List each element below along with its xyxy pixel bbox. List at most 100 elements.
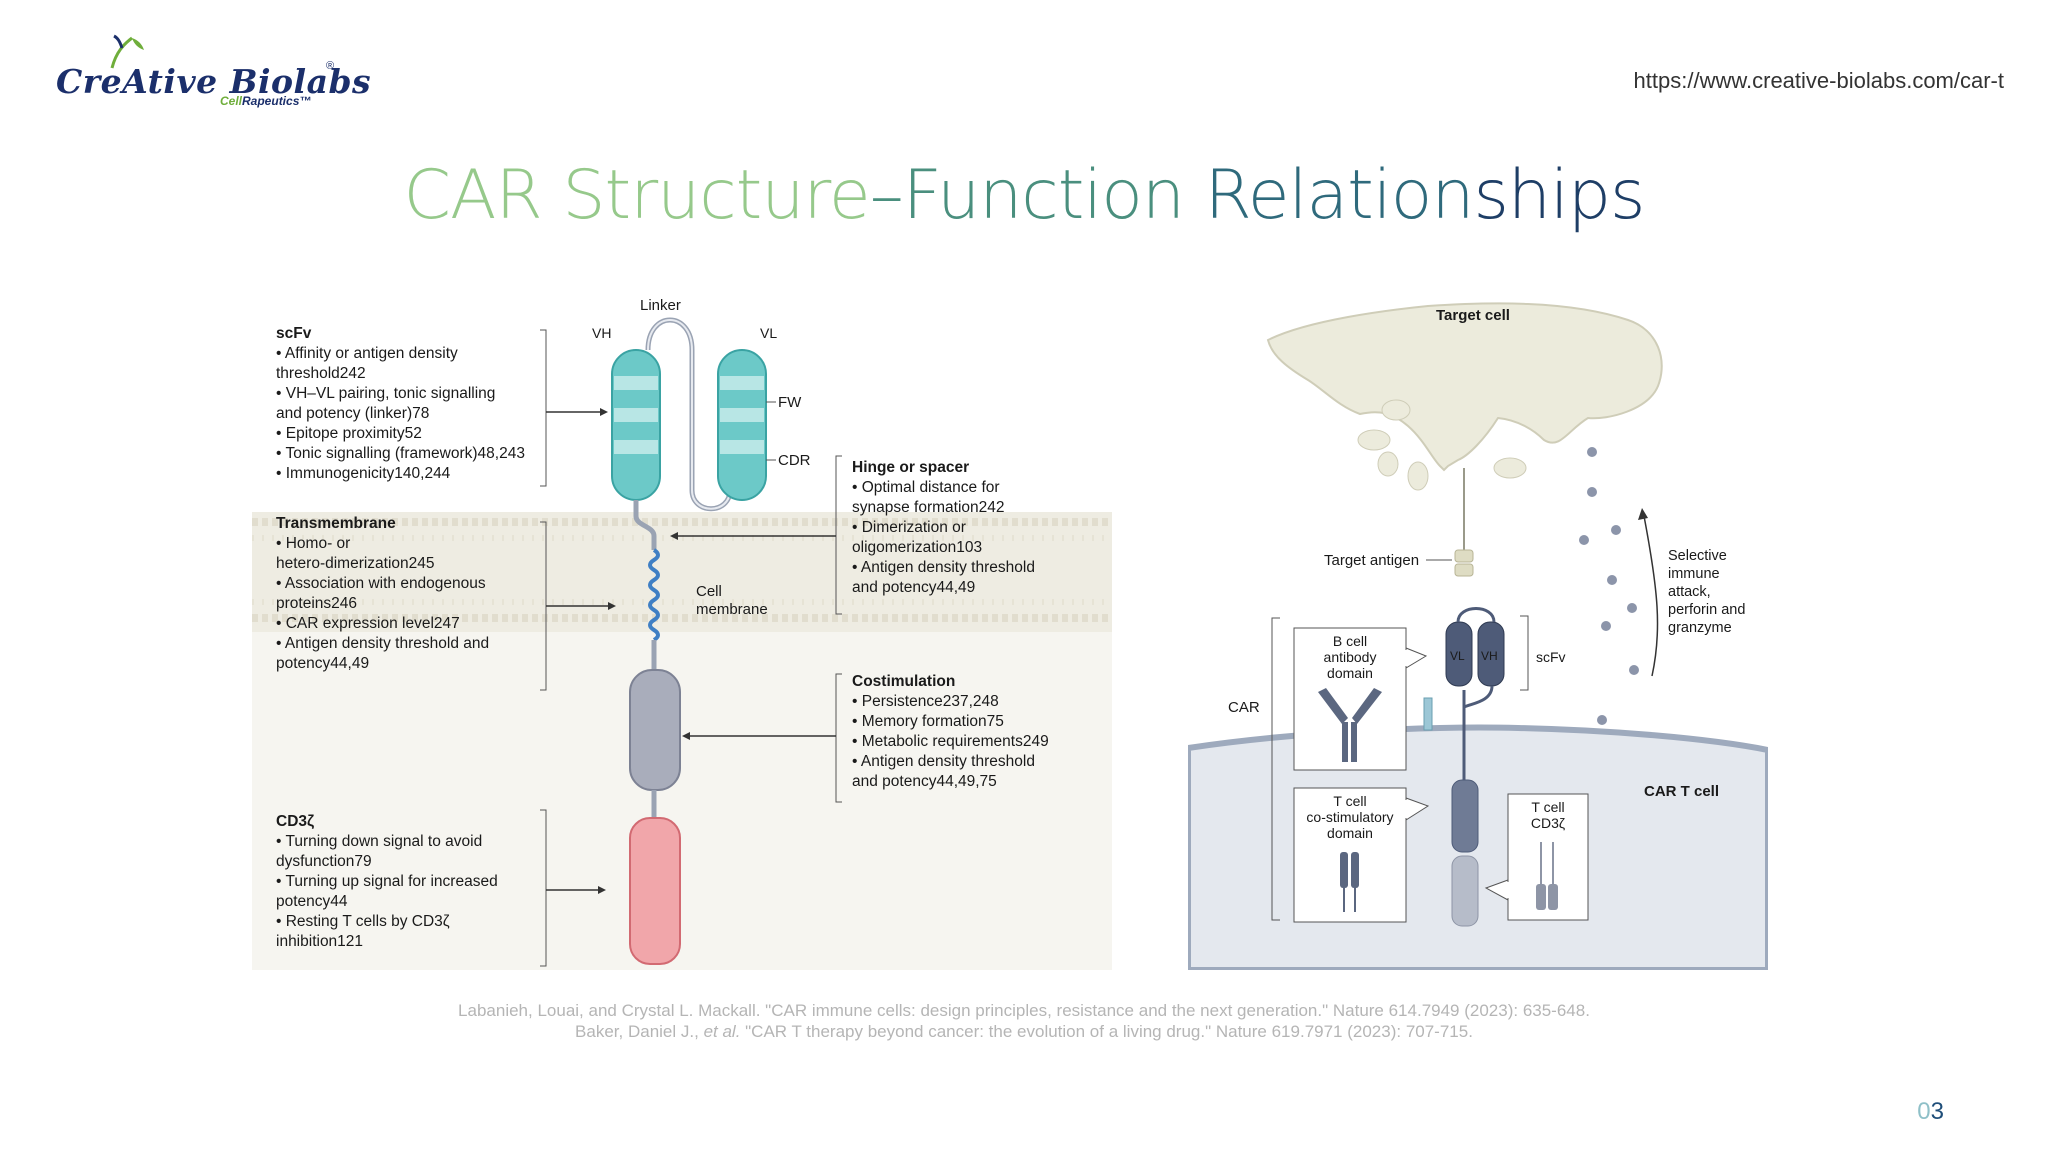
cell-membrane-label-2: membrane <box>696 601 768 618</box>
antibody-icon <box>1318 688 1382 762</box>
svg-text:CD3ζ: CD3ζ <box>1531 815 1565 831</box>
hinge-segment <box>633 500 657 550</box>
svg-text:antibody: antibody <box>1324 649 1377 665</box>
vl-label: VL <box>760 325 777 341</box>
page-title: CAR Structure–Function Relationships <box>403 156 1646 235</box>
costim-text-block: Costimulation • Persistence237,248 • Mem… <box>852 673 1049 790</box>
vh-label: VH <box>592 325 611 341</box>
cd3z-heading: CD3ζ <box>276 813 314 830</box>
bcell-antibody-box <box>1293 627 1407 771</box>
car-t-cell-label: CAR T cell <box>1644 783 1719 800</box>
svg-text:• Memory formation75: • Memory formation75 <box>852 713 1004 730</box>
fw-label: FW <box>778 394 802 411</box>
target-antigen-label: Target antigen <box>1324 552 1419 569</box>
svg-text:and potency (linker)78: and potency (linker)78 <box>276 405 429 422</box>
svg-text:oligomerization103: oligomerization103 <box>852 539 982 556</box>
registered-mark: ® <box>326 60 335 72</box>
scfv-text-block: scFv • Affinity or antigen density thres… <box>276 325 525 482</box>
svg-text:attack,: attack, <box>1668 584 1711 600</box>
selective-attack-text: Selective immune attack, perforin and gr… <box>1668 548 1745 636</box>
svg-text:• Optimal distance for: • Optimal distance for <box>852 479 1000 496</box>
svg-text:and potency44,49: and potency44,49 <box>852 579 975 596</box>
svg-text:B cell: B cell <box>1333 633 1367 649</box>
svg-text:• Immunogenicity140,244: • Immunogenicity140,244 <box>276 465 451 482</box>
bcell-box-text: B cell antibody domain <box>1324 633 1377 681</box>
svg-text:inhibition121: inhibition121 <box>276 933 363 950</box>
car-t-cell-body <box>1188 724 1768 970</box>
cell-membrane-label-1: Cell <box>696 583 722 600</box>
svg-text:Selective: Selective <box>1668 548 1727 564</box>
costim-bracket <box>835 673 842 803</box>
company-logo[interactable]: CreAtive Biolabs ® CellRapeutics™ <box>56 32 371 112</box>
svg-text:• Association with endogenous: • Association with endogenous <box>276 575 486 592</box>
svg-text:T cell: T cell <box>1531 799 1564 815</box>
svg-text:• Metabolic requirements249: • Metabolic requirements249 <box>852 733 1049 750</box>
target-antigen <box>1454 549 1474 563</box>
tcell-cd3z-text: T cell CD3ζ <box>1531 799 1565 831</box>
svg-text:synapse formation242: synapse formation242 <box>852 499 1005 516</box>
svg-text:perforin and: perforin and <box>1668 602 1745 618</box>
cd3z-domain <box>629 817 681 965</box>
svg-text:T cell: T cell <box>1333 793 1366 809</box>
svg-text:• Epitope proximity52: • Epitope proximity52 <box>276 425 422 442</box>
logo-wordmark: CreAtive Biolabs <box>56 62 372 101</box>
svg-text:• Antigen density threshold: • Antigen density threshold <box>852 559 1035 576</box>
reference-1: Labanieh, Louai, and Crystal L. Mackall.… <box>458 1001 1590 1020</box>
cdr-label: CDR <box>778 452 811 469</box>
svg-text:• VH–VL pairing, tonic signall: • VH–VL pairing, tonic signalling <box>276 385 495 402</box>
references: Labanieh, Louai, and Crystal L. Mackall.… <box>0 1000 2048 1042</box>
costim-receptor-icon <box>1340 852 1359 912</box>
tcell-costim-text: T cell co-stimulatory domain <box>1306 793 1393 841</box>
tcell-costim-box <box>1293 787 1407 923</box>
target-cell-shape <box>1266 302 1663 472</box>
svg-text:• Persistence237,248: • Persistence237,248 <box>852 693 999 710</box>
svg-text:• Antigen density threshold: • Antigen density threshold <box>852 753 1035 770</box>
leaf-icon <box>110 34 144 69</box>
scfv-bracket-right <box>1520 615 1529 691</box>
svg-text:• Antigen density threshold an: • Antigen density threshold and <box>276 635 489 652</box>
car-vh-label: VH <box>1481 649 1498 663</box>
svg-text:dysfunction79: dysfunction79 <box>276 853 372 870</box>
granzyme-dots <box>1579 447 1639 725</box>
linker-label: Linker <box>640 297 681 314</box>
cd3z-text-block: CD3ζ • Turning down signal to avoid dysf… <box>276 813 498 950</box>
attack-arrow <box>1643 515 1659 677</box>
car-label: CAR <box>1228 699 1260 716</box>
page-number: 03 <box>1917 1098 1944 1125</box>
costimulation-domain <box>629 669 681 791</box>
car-cd3z-domain <box>1451 855 1479 927</box>
svg-text:immune: immune <box>1668 566 1720 582</box>
cd3z-icon <box>1536 842 1558 910</box>
svg-text:• CAR expression level247: • CAR expression level247 <box>276 615 460 632</box>
vl-domain <box>717 349 767 501</box>
membrane-lipids <box>252 518 1112 622</box>
logo-subtitle: CellRapeutics™ <box>220 94 312 108</box>
svg-text:granzyme: granzyme <box>1668 620 1732 636</box>
header-url[interactable]: https://www.creative-biolabs.com/car-t <box>1633 68 2004 93</box>
hinge-heading: Hinge or spacer <box>852 459 969 476</box>
svg-text:potency44,49: potency44,49 <box>276 655 369 672</box>
car-scfv-label: scFv <box>1536 649 1566 665</box>
membrane-band <box>252 512 1112 632</box>
svg-text:• Dimerization or: • Dimerization or <box>852 519 966 536</box>
svg-text:threshold242: threshold242 <box>276 365 366 382</box>
cytoplasm-band <box>252 632 1112 970</box>
transmembrane-helix <box>648 548 660 642</box>
svg-text:domain: domain <box>1327 825 1373 841</box>
svg-text:co-stimulatory: co-stimulatory <box>1306 809 1393 825</box>
car-vl-label: VL <box>1450 649 1465 663</box>
cd3z-bracket <box>540 809 547 967</box>
transmembrane-heading: Transmembrane <box>276 515 396 532</box>
svg-text:• Affinity or antigen density: • Affinity or antigen density <box>276 345 458 362</box>
svg-text:domain: domain <box>1327 665 1373 681</box>
svg-text:potency44: potency44 <box>276 893 348 910</box>
vh-domain <box>611 349 661 501</box>
reference-2: Baker, Daniel J., et al. "CAR T therapy … <box>575 1022 1473 1041</box>
car-structure-diagram: Linker VH VL FW CDR Cell membrane scFv • <box>252 290 1112 970</box>
svg-text:• Homo- or: • Homo- or <box>276 535 350 552</box>
hinge-bracket <box>835 455 842 615</box>
transmembrane-text-block: Transmembrane • Homo- or hetero-dimeriza… <box>276 515 489 672</box>
scfv-heading: scFv <box>276 325 312 342</box>
svg-text:• Turning up signal for increa: • Turning up signal for increased <box>276 873 498 890</box>
car-bracket <box>1271 617 1280 921</box>
